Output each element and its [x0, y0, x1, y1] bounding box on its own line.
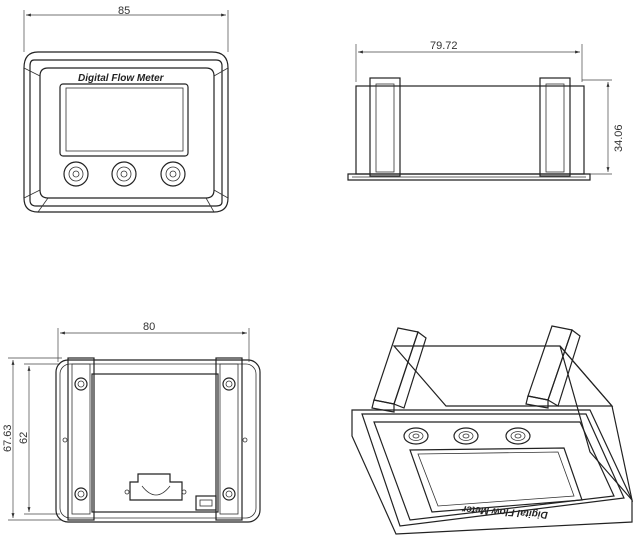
front-view: 85 Digital Flow Meter — [23, 5, 229, 213]
side-height-dimension: 34.06 — [613, 124, 625, 152]
back-screw-bl — [74, 487, 88, 501]
side-width-dimension: 79.72 — [430, 40, 458, 52]
back-height-inner-dimension: 62 — [18, 432, 30, 444]
front-brand-label: Digital Flow Meter — [78, 73, 165, 84]
back-screw-br — [222, 487, 236, 501]
back-height-outer-dimension: 67.63 — [2, 424, 14, 452]
front-width-dimension: 85 — [118, 5, 130, 17]
isometric-view: Digital Flow Meter — [351, 325, 634, 535]
iso-button-3 — [505, 427, 531, 445]
iso-button-1 — [403, 427, 429, 445]
back-view: 80 67.63 62 — [2, 321, 261, 523]
back-width-dimension: 80 — [143, 321, 155, 333]
back-screw-tr — [222, 377, 236, 391]
side-view: 79.72 34.06 — [347, 40, 625, 181]
iso-button-2 — [453, 427, 479, 445]
front-button-1 — [63, 161, 89, 187]
front-button-3 — [160, 161, 186, 187]
front-button-2 — [111, 161, 137, 187]
back-screw-tl — [74, 377, 88, 391]
